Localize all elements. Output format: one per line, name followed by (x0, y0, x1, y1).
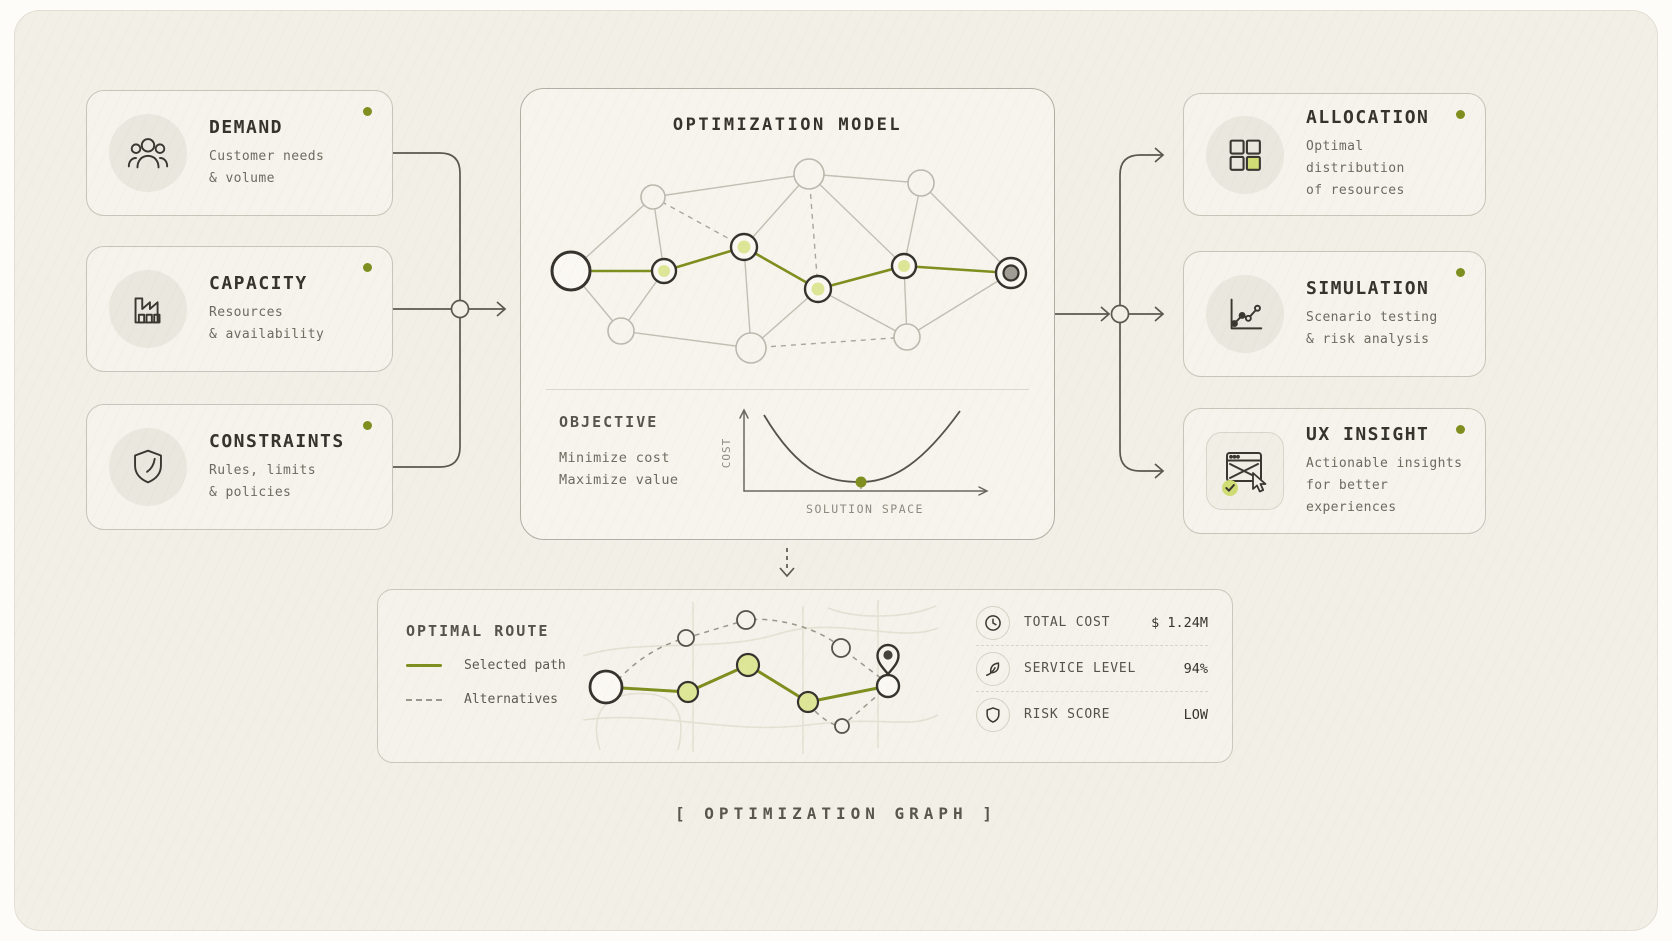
line-chart-icon (1230, 298, 1263, 330)
status-dot (1456, 425, 1465, 434)
card-title: ALLOCATION (1306, 107, 1430, 128)
metric-row-risk-score: RISK SCORE LOW (976, 692, 1208, 737)
card-subtitle-line: & policies (209, 484, 292, 500)
objective-heading: OBJECTIVE (559, 413, 659, 431)
icon-circle (1206, 115, 1284, 194)
browser-cursor-icon (1222, 452, 1267, 496)
optimal-route-panel: OPTIMAL ROUTE Selected path Alternatives (377, 589, 1233, 763)
grid-icon (1229, 139, 1261, 171)
icon-circle (109, 270, 187, 348)
card-subtitle-line: Scenario testing (1306, 309, 1438, 325)
status-dot (363, 263, 372, 272)
optimization-model-panel: OPTIMIZATION MODEL (520, 88, 1055, 540)
card-title: SIMULATION (1306, 277, 1430, 299)
objective-line: Minimize cost (559, 450, 670, 466)
solid-line-swatch (406, 664, 442, 667)
card-subtitle-line: Optimal distribution (1306, 139, 1405, 176)
route-metrics: TOTAL COST $ 1.24M SERVICE LEVEL 94% (976, 600, 1208, 737)
check-icon (1222, 480, 1238, 496)
icon-circle (109, 114, 187, 192)
icon-square (1206, 432, 1284, 510)
route-end-node (875, 673, 901, 699)
metric-label: TOTAL COST (1024, 615, 1111, 630)
metric-label: RISK SCORE (1024, 707, 1111, 722)
x-axis-label: SOLUTION SPACE (806, 502, 924, 516)
divider (976, 645, 1208, 646)
card-subtitle-line: Customer needs (209, 148, 325, 164)
legend-label: Selected path (464, 658, 566, 673)
card-subtitle-line: Resources (209, 304, 284, 320)
people-icon (127, 138, 169, 169)
clock-icon (985, 614, 1001, 631)
map-pin-icon (876, 643, 900, 676)
divider (546, 389, 1029, 390)
card-simulation: SIMULATION Scenario testing & risk analy… (1183, 251, 1486, 377)
legend-alternatives: Alternatives (406, 692, 558, 707)
card-subtitle-line: Rules, limits (209, 462, 316, 478)
status-dot (363, 107, 372, 116)
panel-title: OPTIMIZATION MODEL (672, 115, 903, 135)
map-streets (582, 600, 939, 754)
objective-line: Maximize value (559, 472, 679, 488)
objective-cost-chart: COST SOLUTION SPACE (720, 408, 989, 516)
card-ux-insight: UX INSIGHT Actionable insights for bette… (1183, 408, 1486, 534)
status-dot (1456, 268, 1465, 277)
icon-circle (976, 651, 1010, 686)
status-dot (1456, 110, 1465, 119)
metric-label: SERVICE LEVEL (1024, 661, 1137, 676)
shield-icon (986, 706, 1000, 723)
route-title: OPTIMAL ROUTE (406, 622, 550, 640)
legend-label: Alternatives (464, 692, 558, 707)
legend-selected-path: Selected path (406, 658, 566, 673)
metric-value: $ 1.24M (1151, 614, 1208, 631)
metric-row-total-cost: TOTAL COST $ 1.24M (976, 600, 1208, 645)
objective-block: OBJECTIVE Minimize cost Maximize value (559, 413, 678, 491)
y-axis-label: COST (720, 438, 733, 469)
metric-row-service-level: SERVICE LEVEL 94% (976, 646, 1208, 691)
network-graph (550, 158, 1028, 364)
icon-circle (976, 697, 1010, 732)
route-start-node (588, 669, 624, 705)
card-demand: DEMAND Customer needs & volume (86, 90, 393, 216)
card-subtitle-line: Actionable insights (1306, 455, 1463, 471)
metric-value: LOW (1183, 706, 1208, 723)
card-subtitle-line: & availability (209, 326, 325, 342)
card-subtitle-line: for better experiences (1306, 477, 1397, 515)
divider (976, 691, 1208, 692)
card-title: CONSTRAINTS (209, 430, 345, 452)
status-dot (363, 421, 372, 430)
card-title: CAPACITY (209, 272, 308, 294)
factory-icon (134, 297, 161, 324)
card-allocation: ALLOCATION Optimal distribution of resou… (1183, 93, 1486, 216)
leaf-icon (986, 661, 1000, 676)
card-title: DEMAND (209, 116, 284, 138)
card-constraints: CONSTRAINTS Rules, limits & policies (86, 404, 393, 530)
icon-circle (976, 605, 1010, 640)
card-subtitle-line: of resources (1306, 183, 1405, 198)
route-map (582, 600, 939, 754)
alternative-nodes (677, 610, 851, 734)
route-path-nodes (676, 652, 820, 714)
icon-circle (109, 428, 187, 506)
card-subtitle-line: & volume (209, 170, 275, 186)
card-capacity: CAPACITY Resources & availability (86, 246, 393, 372)
icon-circle (1206, 275, 1284, 353)
shield-icon (134, 449, 162, 484)
footer-caption: [ OPTIMIZATION GRAPH ] (675, 804, 997, 823)
card-title: UX INSIGHT (1306, 423, 1430, 445)
dashed-line-swatch (406, 698, 442, 701)
card-subtitle-line: & risk analysis (1306, 331, 1430, 347)
metric-value: 94% (1183, 660, 1208, 677)
